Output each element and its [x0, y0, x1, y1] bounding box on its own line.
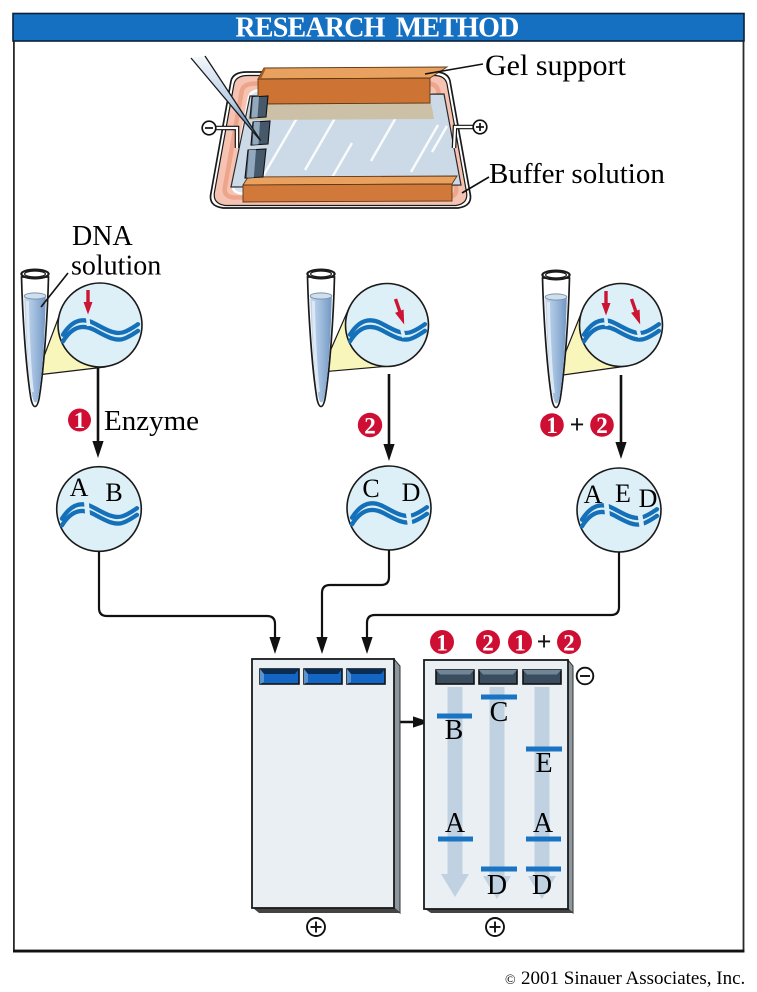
svg-text:Enzyme: Enzyme	[104, 405, 199, 437]
svg-text:D: D	[639, 484, 658, 513]
svg-text:1: 1	[546, 413, 558, 438]
svg-text:©: ©	[505, 973, 516, 988]
svg-text:E: E	[615, 479, 631, 508]
svg-text:2001 Sinauer Associates, Inc.: 2001 Sinauer Associates, Inc.	[521, 968, 745, 989]
svg-text:2: 2	[364, 413, 376, 438]
svg-text:D: D	[487, 870, 507, 901]
svg-text:2: 2	[482, 630, 494, 655]
svg-text:1: 1	[514, 630, 526, 655]
svg-text:solution: solution	[71, 251, 161, 282]
svg-text:2: 2	[596, 413, 608, 438]
svg-text:2: 2	[563, 630, 575, 655]
svg-text:1: 1	[74, 408, 86, 433]
svg-text:Buffer solution: Buffer solution	[489, 158, 665, 190]
svg-text:E: E	[535, 748, 552, 779]
svg-text:C: C	[490, 697, 509, 728]
svg-text:+: +	[570, 410, 585, 439]
svg-text:A: A	[70, 473, 89, 502]
svg-text:A: A	[445, 808, 466, 839]
svg-text:A: A	[533, 808, 554, 839]
svg-text:D: D	[532, 870, 552, 901]
svg-text:1: 1	[436, 630, 448, 655]
svg-text:DNA: DNA	[72, 221, 133, 252]
svg-text:Gel support: Gel support	[485, 49, 626, 82]
svg-text:B: B	[105, 478, 122, 507]
svg-text:C: C	[362, 474, 379, 503]
svg-text:B: B	[445, 715, 464, 746]
svg-text:RESEARCH METHOD: RESEARCH METHOD	[235, 13, 518, 44]
svg-text:D: D	[402, 478, 421, 507]
svg-text:+: +	[537, 627, 552, 656]
svg-text:A: A	[584, 480, 603, 509]
